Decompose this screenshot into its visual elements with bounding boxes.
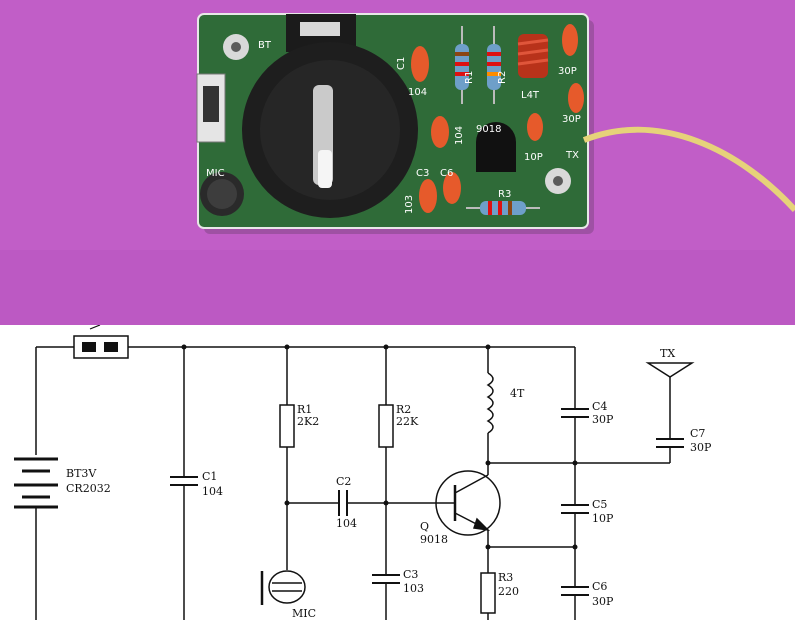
silk-c3: C3 xyxy=(416,168,429,179)
capacitor-c5-symbol xyxy=(561,504,589,514)
c5-value: 10P xyxy=(592,512,614,525)
capacitor-c7-symbol xyxy=(656,438,684,448)
capacitor-c3-symbol xyxy=(372,574,400,584)
transistor-symbol xyxy=(435,470,501,536)
silk-mic: MIC xyxy=(206,168,225,179)
silk-r3: R3 xyxy=(498,189,511,200)
c6-value: 30P xyxy=(592,595,614,608)
inductor-symbol xyxy=(486,372,494,434)
capacitor-c3 xyxy=(419,179,437,213)
c3-value: 103 xyxy=(403,582,424,595)
c6-name: C6 xyxy=(592,580,607,593)
silk-l4t: L4T xyxy=(521,90,540,101)
silk-tx: TX xyxy=(565,150,579,161)
battery-type: CR2032 xyxy=(66,482,111,495)
schematic: BT3V CR2032 C1 104 R1 2K2 R2 22K C2 xyxy=(0,325,795,620)
antenna-label: TX xyxy=(660,347,675,360)
c1-name: C1 xyxy=(202,470,217,483)
resistor-r3 xyxy=(466,201,540,215)
capacitor-c5 xyxy=(527,113,543,141)
capacitor-c6 xyxy=(443,172,461,204)
c2-value: 104 xyxy=(336,517,357,530)
c1-value: 104 xyxy=(202,485,223,498)
silk-bt: BT xyxy=(258,40,272,51)
silk-r1: R1 xyxy=(464,71,475,84)
schematic-drawing: BT3V CR2032 C1 104 R1 2K2 R2 22K C2 xyxy=(14,325,712,620)
c5-name: C5 xyxy=(592,498,607,511)
resistor-r1 xyxy=(455,26,469,104)
power-switch-symbol xyxy=(73,335,129,359)
c7-name: C7 xyxy=(690,427,705,440)
r1-name: R1 xyxy=(297,403,312,416)
silk-c4-value: 30P xyxy=(558,66,577,77)
board-photo: BT MIC C1 104 R1 R2 L4T 30P 30P TX 104 9… xyxy=(0,0,795,325)
capacitor-c1 xyxy=(411,46,429,82)
r2-name: R2 xyxy=(396,403,411,416)
silk-c2-value: 104 xyxy=(454,126,465,145)
silk-c3-value: 103 xyxy=(404,195,415,214)
junction-dots xyxy=(181,344,578,550)
resistor-r1-symbol xyxy=(279,404,295,448)
antenna-symbol xyxy=(645,362,695,378)
c2-name: C2 xyxy=(336,475,351,488)
r3-value: 220 xyxy=(498,585,519,598)
resistor-r3-symbol xyxy=(480,572,496,614)
capacitor-c2 xyxy=(431,116,449,148)
silk-c6: C6 xyxy=(440,168,453,179)
silk-c1-value: 104 xyxy=(408,87,427,98)
battery-symbol xyxy=(14,457,58,509)
silk-c7-value: 30P xyxy=(562,114,581,125)
c4-value: 30P xyxy=(592,413,614,426)
r3-name: R3 xyxy=(498,571,513,584)
resistor-r2-symbol xyxy=(378,404,394,448)
capacitor-c4 xyxy=(562,24,578,56)
r2-value: 22K xyxy=(396,415,419,428)
silk-r2: R2 xyxy=(497,71,508,84)
c3-name: C3 xyxy=(403,568,418,581)
r1-value: 2K2 xyxy=(297,415,319,428)
capacitor-c1-symbol xyxy=(170,476,198,486)
silk-q: 9018 xyxy=(476,124,501,135)
capacitor-c7 xyxy=(568,83,584,113)
q-name: Q xyxy=(420,520,429,533)
q-value: 9018 xyxy=(420,533,448,546)
c7-value: 30P xyxy=(690,441,712,454)
capacitor-c6-symbol xyxy=(561,586,589,596)
inductor-coil xyxy=(517,34,549,78)
resistor-r2 xyxy=(487,26,501,104)
board-photo-drawing: BT MIC C1 104 R1 R2 L4T 30P 30P TX 104 9… xyxy=(196,13,795,234)
capacitor-c2-symbol xyxy=(338,490,348,516)
battery-name: BT3V xyxy=(66,467,97,480)
transistor-9018 xyxy=(476,122,516,172)
capacitor-c4-symbol xyxy=(561,408,589,418)
l-value: 4T xyxy=(510,387,525,400)
mic-symbol xyxy=(260,570,306,605)
c4-name: C4 xyxy=(592,400,607,413)
antenna-wire xyxy=(582,126,795,213)
silk-c5-value: 10P xyxy=(524,152,543,163)
mic-label: MIC xyxy=(292,607,316,620)
silk-c1: C1 xyxy=(396,57,407,70)
